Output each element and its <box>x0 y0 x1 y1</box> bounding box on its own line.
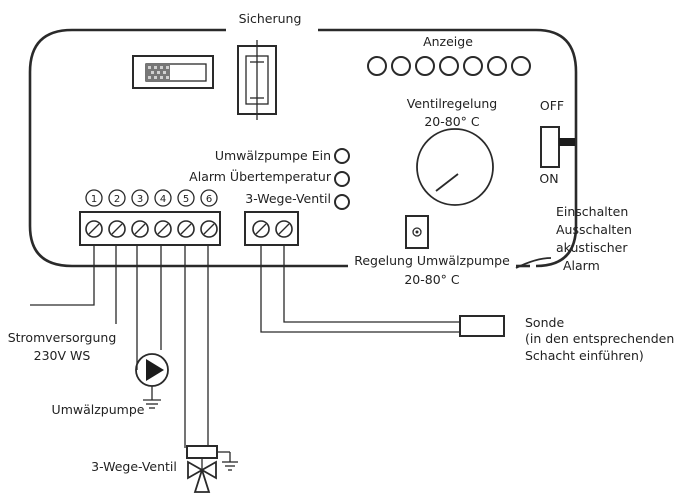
valve-control-range: 20-80° C <box>424 114 480 129</box>
power-supply-label: Stromversorgung <box>8 330 117 345</box>
display-led <box>463 56 483 76</box>
acoustic-text: akustischer <box>556 240 628 255</box>
sensor-note-2: Schacht einführen) <box>525 348 644 363</box>
valve-control-knob[interactable] <box>416 128 494 206</box>
fuse-title: Sicherung <box>239 11 302 26</box>
alarm-text: Alarm <box>563 258 600 273</box>
pump-on-indicator <box>334 148 350 164</box>
pump-icon <box>135 353 169 409</box>
pump-control-range: 20-80° C <box>404 272 460 287</box>
terminal-number-ring <box>200 189 218 207</box>
terminal-number-ring <box>177 189 195 207</box>
sensor-label: Sonde <box>525 315 564 330</box>
terminal-screw-slot <box>203 223 215 235</box>
three-way-valve-label: 3-Wege-Ventil <box>245 191 331 206</box>
display-led <box>487 56 507 76</box>
terminal-block-main <box>79 211 221 246</box>
display-led <box>511 56 531 76</box>
terminal-numbers: 1 2 3 4 5 6 <box>85 189 218 207</box>
terminal-screws <box>85 220 218 238</box>
pump-control-label: Regelung Umwälzpumpe <box>354 253 510 268</box>
terminal-number-ring <box>85 189 103 207</box>
hatched-patch <box>146 64 170 81</box>
terminal-screw-slot <box>134 223 146 235</box>
terminal-number: 6 <box>206 194 212 205</box>
terminal-number-ring <box>154 189 172 207</box>
three-way-valve-icon <box>186 445 238 493</box>
switch-off-text: Ausschalten <box>556 222 632 237</box>
valve-control-label: Ventilregelung <box>407 96 497 111</box>
display-label: Anzeige <box>423 34 473 49</box>
pump-label: Umwälzpumpe <box>52 402 145 417</box>
display-led <box>367 56 387 76</box>
switch-off-label: OFF <box>540 98 564 113</box>
terminal-number: 2 <box>114 194 120 205</box>
display-window <box>132 55 214 89</box>
terminal-number: 4 <box>160 194 166 205</box>
terminal-number: 1 <box>91 194 97 205</box>
sensor-probe <box>459 315 505 337</box>
three-way-valve-indicator <box>334 194 350 210</box>
power-supply-voltage: 230V WS <box>34 348 91 363</box>
display-led <box>415 56 435 76</box>
housing-outline-top-right <box>318 28 578 268</box>
pump-on-label: Umwälzpumpe Ein <box>215 148 331 163</box>
fuse-icon <box>237 40 277 120</box>
wires <box>30 245 460 450</box>
display-led <box>439 56 459 76</box>
terminal-screw-slot <box>111 223 123 235</box>
overtemp-alarm-label: Alarm Übertemperatur <box>189 168 332 184</box>
terminal-number: 3 <box>137 194 143 205</box>
terminal-number-ring <box>108 189 126 207</box>
sensor-note-1: (in den entsprechenden <box>525 331 674 346</box>
display-led-row <box>367 56 531 76</box>
terminal-number: 5 <box>183 194 189 205</box>
terminal-screw-slot <box>180 223 192 235</box>
sensor-terminal-screws <box>252 220 293 238</box>
terminal-screw-slot <box>88 223 100 235</box>
switch-on-text: Einschalten <box>556 204 628 219</box>
three-way-valve-bottom-label: 3-Wege-Ventil <box>91 459 177 474</box>
power-toggle-switch[interactable] <box>540 126 575 168</box>
overtemp-alarm-indicator <box>334 171 350 187</box>
switch-on-label: ON <box>539 171 558 186</box>
display-led <box>391 56 411 76</box>
terminal-screw-slot <box>157 223 169 235</box>
pump-control-potentiometer[interactable] <box>405 215 429 249</box>
housing-outline <box>28 28 348 268</box>
terminal-number-ring <box>131 189 149 207</box>
alarm-wire <box>515 257 552 269</box>
